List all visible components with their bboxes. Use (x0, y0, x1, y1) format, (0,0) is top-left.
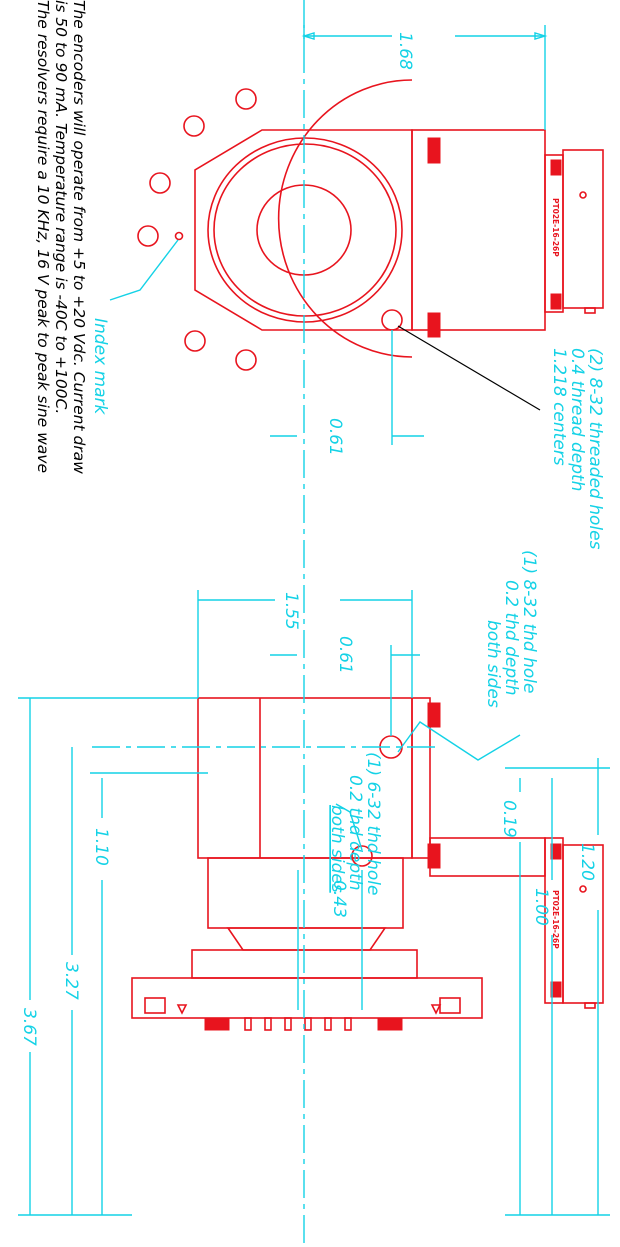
connector-tab (584, 307, 596, 314)
callout-threaded-holes-line3: 1.218 centers (549, 348, 569, 466)
side-connector-shell (562, 844, 604, 1004)
dim-top-offset: 0.61 (325, 418, 345, 456)
connector-nut (427, 137, 441, 164)
connector-knurl (550, 293, 562, 310)
side-nut (427, 843, 441, 869)
dim-hole-offset: 0.43 (329, 880, 349, 918)
note-line-2: is 50 to 90 mA. Temperature range is -40… (52, 0, 70, 414)
callout-8-32-line2: 0.2 thd depth (501, 580, 521, 696)
callout-8-32-line1: (1) 8-32 thd hole (519, 550, 539, 693)
dim-side-offset: 0.61 (335, 636, 355, 674)
connector-shell (562, 149, 604, 309)
side-connector-knurl (550, 981, 562, 998)
side-hole-6-32 (351, 845, 373, 867)
housing-bore-outer (207, 137, 403, 323)
side-connector-plate (429, 837, 546, 877)
leader-8-32 (397, 721, 521, 761)
side-connector-label: PT02E-16-26P (551, 890, 560, 949)
dim-conn-a: 0.19 (499, 800, 519, 838)
callout-6-32-line1: (1) 6-32 thd hole (363, 752, 383, 895)
note-line-3: The resolvers require a 10 KHz, 16 V pea… (34, 0, 52, 473)
dim-top-width: 1.68 (395, 32, 415, 70)
connector-key (579, 191, 587, 199)
side-connector-key (579, 885, 587, 893)
leader-6-32 (335, 803, 363, 851)
index-mark-dot (174, 231, 184, 241)
side-connector-tab (584, 1002, 596, 1009)
side-nut (427, 702, 441, 728)
side-connector-knurl (550, 843, 562, 860)
callout-threaded-holes-line2: 0.4 thread depth (567, 348, 587, 491)
connector-nut (427, 312, 441, 338)
dim-body-length: 3.27 (61, 962, 81, 1000)
mounting-flange (277, 79, 413, 358)
callout-6-32-line2: 0.2 thd depth (345, 775, 365, 891)
callout-8-32-line3: both sides (483, 620, 503, 708)
dimension-lines (18, 25, 610, 1216)
base-connector-pins (204, 1017, 403, 1031)
leader-threaded-holes (397, 325, 541, 411)
leader-index-mark (109, 239, 179, 301)
dim-side-width: 1.55 (281, 592, 301, 630)
callout-6-32-line3: both sides (327, 805, 347, 893)
dim-conn-c: 1.20 (577, 843, 597, 881)
dim-shaft-length: 1.10 (91, 828, 111, 866)
mounting-flange-side (131, 977, 483, 1019)
callout-index-mark: Index mark (90, 318, 110, 415)
callout-threaded-holes-line1: (2) 8-32 threaded holes (585, 348, 605, 550)
side-view: PT02E-16-26P (131, 697, 604, 1031)
connector-label: PT02E-16-26P (551, 198, 560, 257)
dim-conn-b: 1.00 (531, 888, 551, 926)
front-view: PT02E-16-26P (137, 79, 604, 371)
housing-bore-inner (213, 143, 397, 317)
connector-knurl (550, 159, 562, 176)
flange-bolt-holes (137, 88, 257, 371)
note-line-1: The encoders will operate from +5 to +20… (70, 0, 88, 474)
dim-total-length: 3.67 (19, 1008, 39, 1046)
side-plate (411, 697, 431, 859)
